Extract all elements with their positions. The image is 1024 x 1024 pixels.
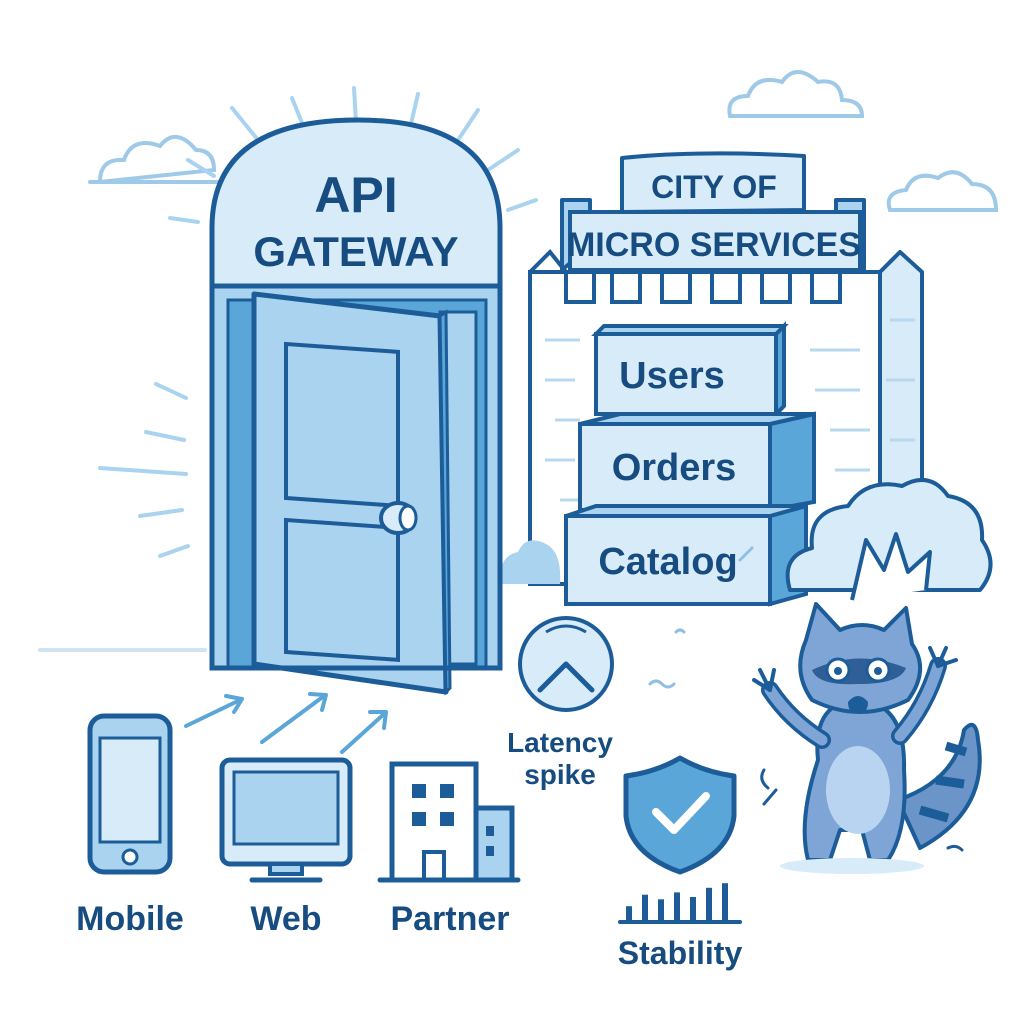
stability-bar: [658, 899, 664, 920]
glow-rays: [98, 86, 538, 558]
latency-label-line1: Latency: [507, 727, 613, 758]
client-partner: Partner: [377, 761, 521, 938]
gauge-icon: [518, 616, 614, 712]
client-label: Partner: [390, 900, 509, 938]
stability-bar: [722, 883, 728, 920]
stability-bar: [690, 897, 696, 920]
gateway-title-line2: GATEWAY: [253, 228, 458, 275]
city-banner-line1: CITY OF: [651, 169, 777, 205]
arrow-icon: [340, 710, 388, 754]
gateway-title-line1: API: [314, 167, 397, 223]
panicked-raccoon: [752, 602, 982, 874]
client-web: Web: [219, 757, 353, 938]
monitor-icon: [219, 757, 353, 883]
city-banner: CITY OF MICRO SERVICES: [560, 151, 866, 272]
client-label: Mobile: [76, 900, 184, 938]
cloud-icon: [886, 170, 999, 212]
latency-spike: Latency spike: [507, 616, 614, 790]
arrow-icon: [184, 694, 244, 728]
shield-check-icon: [623, 755, 737, 875]
service-label: Users: [619, 355, 725, 397]
stability-label: Stability: [618, 935, 743, 971]
bush-left: [499, 540, 561, 584]
service-label: Catalog: [598, 541, 737, 583]
stability-bar: [626, 906, 632, 920]
stability-bar: [642, 894, 648, 920]
door-knob-icon: [379, 501, 418, 535]
stability: Stability: [618, 755, 743, 971]
service-label: Orders: [612, 447, 737, 489]
city-banner-line2: MICRO SERVICES: [567, 226, 861, 264]
api-gateway-door: API GATEWAY: [209, 117, 503, 696]
bush-right: [785, 477, 993, 601]
mobile-phone-icon: [87, 713, 173, 875]
latency-label-line2: spike: [524, 759, 596, 790]
cloud-icon: [88, 135, 222, 184]
dust-marks: [648, 546, 754, 689]
service-box-orders: Orders: [578, 411, 816, 513]
stability-bar: [706, 887, 712, 920]
service-box-catalog: Catalog: [564, 503, 808, 607]
cloud-icon: [727, 70, 865, 118]
client-mobile: Mobile: [76, 713, 184, 938]
service-box-users: Users: [591, 321, 789, 419]
service-stack: Users Orders Catalog: [564, 321, 816, 607]
stability-bar: [674, 892, 680, 920]
building-icon: [377, 761, 521, 883]
stability-bar-chart: [626, 883, 728, 920]
arrow-icon: [260, 692, 328, 744]
client-label: Web: [250, 900, 321, 938]
client-arrows: [184, 692, 388, 754]
